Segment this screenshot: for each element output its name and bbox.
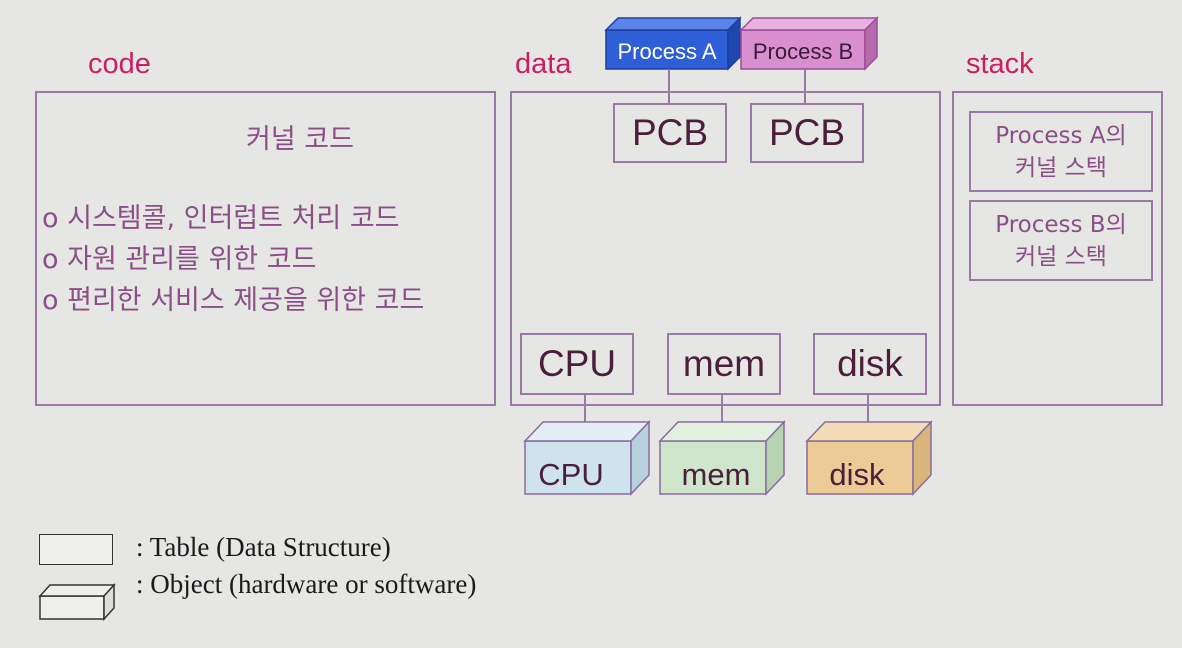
legend-object-top bbox=[38, 584, 116, 597]
legend-object-front bbox=[39, 595, 105, 620]
process-a-top bbox=[604, 17, 742, 31]
process-a-side bbox=[727, 16, 741, 71]
section-title-code: code bbox=[88, 48, 151, 80]
legend-table-text: : Table (Data Structure) bbox=[136, 532, 391, 562]
code-bullet-1: o 시스템콜, 인터럽트 처리 코드 bbox=[42, 203, 400, 234]
code-panel-header: 커널 코드 bbox=[246, 124, 354, 155]
stack-item-b-line2: 커널 스택 bbox=[1015, 244, 1107, 270]
mem-object-top bbox=[658, 421, 786, 442]
process-a-label: Process A bbox=[617, 39, 716, 64]
process-b-object: Process B bbox=[739, 16, 879, 71]
connector-mem bbox=[721, 395, 723, 423]
process-b-top bbox=[739, 17, 879, 31]
connector-process-a-pcb bbox=[668, 69, 670, 104]
code-panel bbox=[35, 91, 496, 406]
legend-object-swatch bbox=[38, 583, 116, 621]
section-title-data: data bbox=[515, 48, 572, 80]
connector-process-b-pcb bbox=[804, 69, 806, 104]
connector-disk bbox=[867, 395, 869, 423]
stack-item-a-line1: Process A의 bbox=[995, 123, 1127, 149]
mem-object-side bbox=[765, 420, 785, 496]
cpu-object: CPU bbox=[523, 420, 651, 496]
process-b-label: Process B bbox=[753, 39, 853, 64]
stack-item-process-b: Process B의 커널 스택 bbox=[969, 200, 1153, 281]
disk-object-top bbox=[805, 421, 933, 442]
stack-item-a-line2: 커널 스택 bbox=[1015, 155, 1107, 181]
cpu-object-side bbox=[630, 420, 650, 496]
code-bullet-2: o 자원 관리를 위한 코드 bbox=[42, 244, 317, 275]
cpu-object-label: CPU bbox=[538, 457, 603, 492]
stack-panel bbox=[952, 91, 1163, 406]
code-bullet-3: o 편리한 서비스 제공을 위한 코드 bbox=[42, 285, 425, 316]
cpu-object-top bbox=[523, 421, 651, 442]
mem-table: mem bbox=[667, 333, 781, 395]
disk-table: disk bbox=[813, 333, 927, 395]
data-panel bbox=[510, 91, 941, 406]
legend-object-side bbox=[103, 583, 115, 621]
legend-table-swatch bbox=[39, 534, 113, 565]
disk-object: disk bbox=[805, 420, 933, 496]
process-b-side bbox=[864, 16, 878, 71]
cpu-table: CPU bbox=[520, 333, 634, 395]
disk-object-label: disk bbox=[829, 457, 885, 492]
mem-object: mem bbox=[658, 420, 786, 496]
process-a-object: Process A bbox=[604, 16, 742, 71]
connector-cpu bbox=[584, 395, 586, 423]
legend-object-text: : Object (hardware or software) bbox=[136, 569, 477, 599]
section-title-stack: stack bbox=[966, 48, 1034, 80]
disk-object-side bbox=[912, 420, 932, 496]
stack-item-b-line1: Process B의 bbox=[995, 212, 1127, 238]
mem-object-label: mem bbox=[682, 457, 751, 492]
pcb-table-a: PCB bbox=[613, 103, 727, 163]
pcb-table-b: PCB bbox=[750, 103, 864, 163]
stack-item-process-a: Process A의 커널 스택 bbox=[969, 111, 1153, 192]
